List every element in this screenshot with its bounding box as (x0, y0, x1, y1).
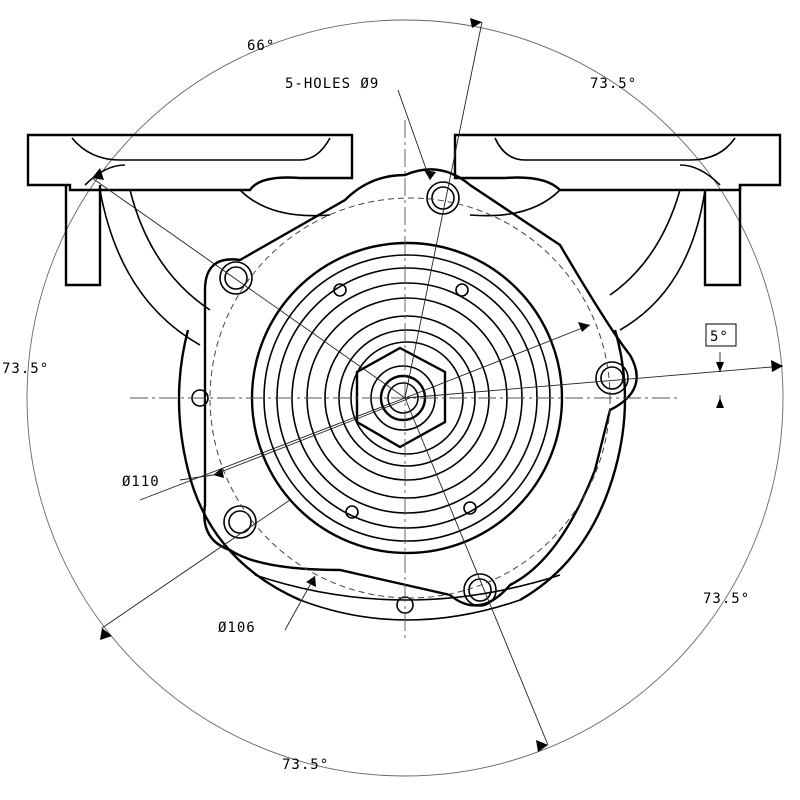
right-fillet (679, 164, 721, 186)
center-lines (130, 120, 680, 640)
volute-left-inner (129, 189, 211, 311)
arrow-bottom (536, 740, 548, 752)
label-angle-top-right: 73.5° (590, 76, 637, 92)
shaft-inner (387, 382, 419, 414)
arrow-top (470, 18, 482, 28)
right-flange-inner (494, 137, 736, 161)
bolt-hole-right-ring (595, 361, 629, 395)
radial-dimension-lines (91, 21, 784, 746)
volute-right-outer (619, 189, 706, 331)
label-d110: Ø110 (122, 474, 160, 490)
leader-d110-a (179, 474, 214, 481)
housing-lower-left (177, 329, 301, 602)
bolt-holes (219, 181, 629, 607)
small-hole-2 (455, 283, 469, 297)
arrow-5deg-a (716, 362, 724, 372)
volute-left-outer (99, 189, 201, 346)
arrow-top-left (92, 168, 104, 180)
arrow-bottom-left (100, 628, 112, 640)
label-5deg-box (705, 323, 737, 347)
bolt-hole-left (224, 266, 248, 290)
arrow-holes (424, 170, 436, 180)
bolt-hole-left-ring (219, 261, 253, 295)
volute-neck-right (469, 189, 561, 217)
radial-line-upper-right (404, 324, 591, 399)
radial-line-lower-left (139, 397, 406, 501)
small-hole-1 (333, 283, 347, 297)
small-hole-4 (463, 501, 477, 515)
radial-line-bottom-left (101, 499, 291, 629)
hex-nut (355, 346, 447, 449)
housing-lower-right (519, 329, 627, 602)
arrow-upper-right (578, 322, 590, 332)
bolt-hole-bottom-ring (463, 573, 497, 607)
radial-line-top-left (91, 177, 406, 399)
label-holes: 5-HOLES Ø9 (285, 76, 379, 92)
leader-lines (139, 89, 724, 631)
leader-holes (397, 89, 431, 181)
volute-right-inner (609, 189, 681, 296)
label-angle-66: 66° (247, 38, 275, 54)
left-flange-inner (71, 137, 331, 161)
arc-arrowheads (92, 18, 783, 752)
hex-nut-outline (355, 346, 447, 449)
bolt-hole-right (600, 366, 624, 390)
volute-neck-left (239, 189, 331, 217)
label-d106: Ø106 (218, 620, 256, 636)
label-angle-bottom-right: 73.5° (703, 591, 750, 607)
arrow-5deg-b (716, 398, 724, 408)
left-flange-leg (64, 185, 102, 287)
label-angle-bottom: 73.5° (282, 757, 329, 773)
right-flange-leg (703, 185, 742, 287)
label-angle-5: 5° (710, 329, 729, 345)
label-angle-left: 73.5° (2, 361, 49, 377)
leader-d106 (284, 575, 316, 631)
pump-housing (26, 133, 782, 621)
right-flange (453, 133, 782, 192)
radial-line-bottom (404, 397, 549, 746)
radial-line-right (404, 365, 784, 399)
radial-line-top (404, 21, 483, 399)
bolt-hole-lower-left (228, 510, 252, 534)
dimension-arc-circle (26, 19, 784, 777)
housing-bottom-inner (254, 574, 561, 601)
mounting-plate (203, 168, 638, 607)
left-fillet (84, 164, 126, 186)
left-flange (26, 133, 354, 192)
leader-d110-b (212, 397, 411, 476)
bolt-hole-lower-left-ring (223, 505, 257, 539)
bolt-hole-top (431, 186, 455, 210)
small-hole-3 (345, 505, 359, 519)
arrow-right (771, 360, 783, 372)
